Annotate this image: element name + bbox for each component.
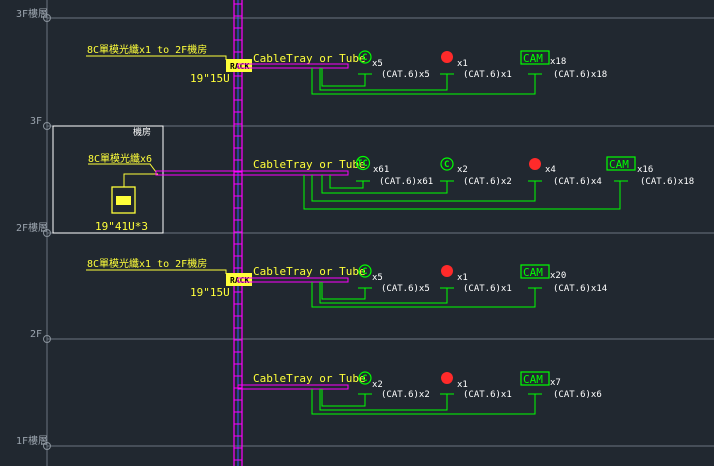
rack-box xyxy=(226,273,252,286)
cable-tray xyxy=(237,63,349,69)
cable-count: (CAT.6)x1 xyxy=(463,70,512,80)
rack-uplink-line xyxy=(123,173,158,187)
cable-count: (CAT.6)x18 xyxy=(640,177,694,187)
device-count: x1 xyxy=(457,59,468,69)
cable-route xyxy=(311,68,536,95)
camera-c-icon xyxy=(358,264,372,278)
fiber-label: 8C單模光纖x1 to 2F機房 xyxy=(87,257,207,270)
tray-label: CableTray or Tube xyxy=(253,265,366,278)
row-2f: 8C單模光纖x1 to 2F機房 RACK 19"15U CableTray o… xyxy=(86,257,607,308)
level-marker xyxy=(43,442,51,450)
cam-icon xyxy=(606,156,636,171)
cable-count: (CAT.6)x5 xyxy=(381,284,430,294)
device-count: x61 xyxy=(373,165,389,175)
device-count: x7 xyxy=(550,378,561,388)
device-count: x2 xyxy=(372,380,383,390)
equipment-room-fiber-label: 8C單模光纖x6 xyxy=(88,152,152,165)
cam-icon xyxy=(520,50,550,65)
wireless-ap-icon xyxy=(441,51,453,63)
wireless-ap-icon xyxy=(529,158,541,170)
cable-count: (CAT.6)x1 xyxy=(463,390,512,400)
device-count: x16 xyxy=(637,165,653,175)
cable-route xyxy=(311,389,536,415)
cable-tray xyxy=(155,170,349,176)
cam-icon-label: CAM xyxy=(609,158,629,171)
equipment-room: 機房 8C單模光纖x6 19"41U*3 xyxy=(52,125,164,234)
device-count: x5 xyxy=(372,59,383,69)
leader-line xyxy=(86,269,227,274)
device-count: x20 xyxy=(550,271,566,281)
rack-label: RACK xyxy=(230,276,249,285)
icon-label: C xyxy=(362,53,367,63)
cable-count: (CAT.6)x2 xyxy=(381,390,430,400)
level-marker xyxy=(43,229,51,237)
device-count: x4 xyxy=(545,165,556,175)
tray-label: CableTray or Tube xyxy=(253,52,366,65)
rack-cabinet-fill xyxy=(116,196,131,205)
camera-c-icon xyxy=(358,371,372,385)
camera-c-icon xyxy=(440,157,454,171)
tray-label: CableTray or Tube xyxy=(253,372,366,385)
cable-tray xyxy=(237,384,349,390)
level-label-1f-floor: 1F樓層 xyxy=(16,434,48,447)
cable-count: (CAT.6)x2 xyxy=(463,177,512,187)
equipment-room-label: 機房 xyxy=(133,126,151,138)
device-count: x18 xyxy=(550,57,566,67)
level-label-3f: 3F xyxy=(30,116,42,127)
level-label-2f: 2F xyxy=(30,329,42,340)
icon-label: TC xyxy=(357,159,368,169)
row-1f: CableTray or Tube C x2 (CAT.6)x2 x1 (CAT… xyxy=(237,371,602,415)
row-2f-room: CableTray or Tube TC x61 (CAT.6)x61 C x2… xyxy=(155,155,694,210)
level-label-2f-floor: 2F樓層 xyxy=(16,221,48,234)
rack-size: 19"15U xyxy=(190,286,230,299)
cable-tray xyxy=(237,277,349,283)
cable-route xyxy=(311,282,536,308)
fiber-label: 8C單模光纖x1 to 2F機房 xyxy=(87,43,207,56)
equipment-room-box xyxy=(52,125,164,234)
leader-line xyxy=(86,55,227,60)
icon-label: C xyxy=(362,267,367,277)
level-marker xyxy=(43,335,51,343)
cam-icon xyxy=(520,264,550,279)
telephone-tc-icon xyxy=(355,155,371,171)
equipment-room-rack-size: 19"41U*3 xyxy=(95,220,148,233)
cam-icon-label: CAM xyxy=(523,52,543,65)
device-count: x5 xyxy=(372,273,383,283)
cam-icon-label: CAM xyxy=(523,266,543,279)
level-label-3f-floor: 3F樓層 xyxy=(16,7,48,20)
camera-c-icon xyxy=(358,50,372,64)
device-count: x2 xyxy=(457,165,468,175)
cable-count: (CAT.6)x4 xyxy=(553,177,602,187)
cable-count: (CAT.6)x61 xyxy=(379,177,433,187)
rack-size: 19"15U xyxy=(190,72,230,85)
level-marker xyxy=(43,14,51,22)
cable-count: (CAT.6)x5 xyxy=(381,70,430,80)
cam-icon-label: CAM xyxy=(523,373,543,386)
icon-label: C xyxy=(444,160,449,170)
cable-count: (CAT.6)x6 xyxy=(553,390,602,400)
device-count: x1 xyxy=(457,380,468,390)
cable-count: (CAT.6)x14 xyxy=(553,284,607,294)
cam-icon xyxy=(520,371,550,386)
leader-line xyxy=(88,163,157,173)
cable-count: (CAT.6)x18 xyxy=(553,70,607,80)
icon-label: C xyxy=(362,374,367,384)
cable-route xyxy=(303,175,621,210)
level-markers xyxy=(43,14,51,450)
rack-label: RACK xyxy=(230,62,249,71)
wireless-ap-icon xyxy=(441,265,453,277)
cable-count: (CAT.6)x1 xyxy=(463,284,512,294)
device-count: x1 xyxy=(457,273,468,283)
tray-label: CableTray or Tube xyxy=(253,158,366,171)
rack-box xyxy=(226,59,252,72)
level-marker xyxy=(43,122,51,130)
row-3f: 8C單模光纖x1 to 2F機房 RACK 19"15U CableTray o… xyxy=(86,43,607,95)
wireless-ap-icon xyxy=(441,372,453,384)
